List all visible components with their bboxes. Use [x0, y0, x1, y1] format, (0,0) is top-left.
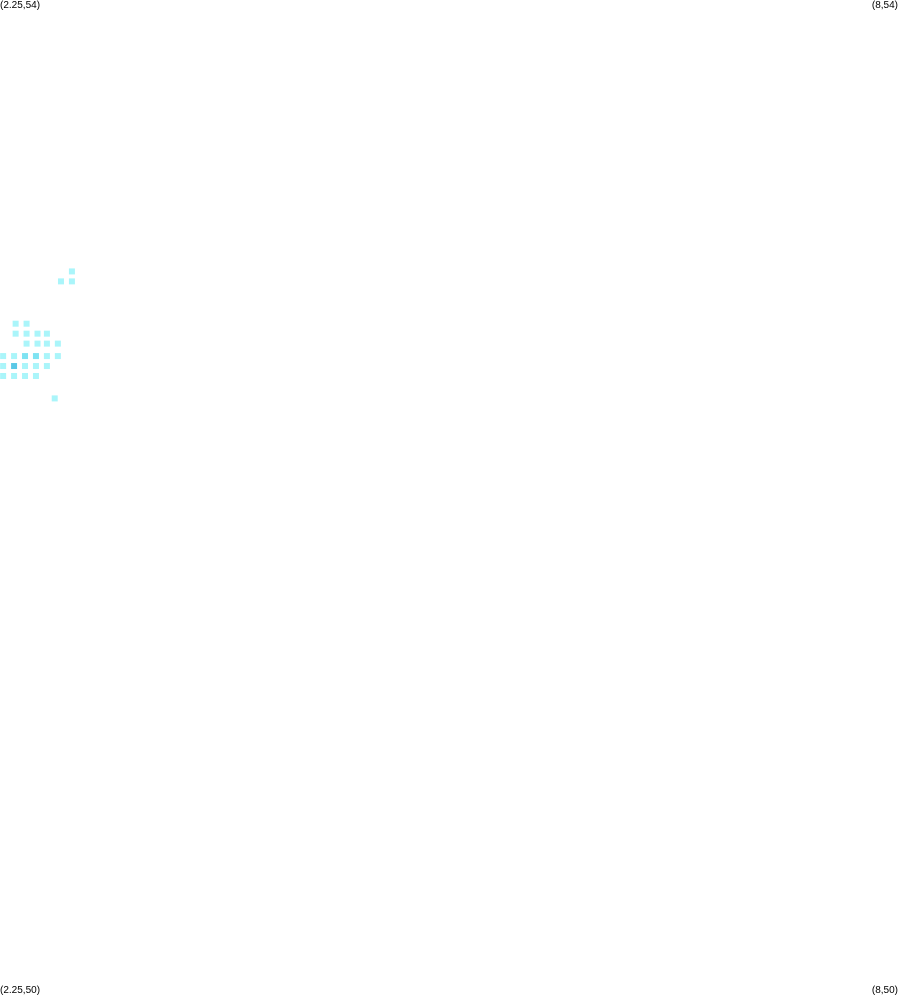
- grid-cell: [43, 363, 50, 370]
- grid-cell: [11, 372, 18, 379]
- grid-cell: [57, 278, 64, 285]
- grid-cell: [68, 268, 75, 275]
- grid-cell: [23, 330, 30, 337]
- grid-cell: [51, 395, 58, 402]
- grid-cell: [43, 353, 50, 360]
- grid-cell: [32, 353, 39, 360]
- grid-cell: [0, 353, 7, 360]
- grid-cell: [22, 363, 29, 370]
- grid-cell: [34, 340, 41, 347]
- grid-cell: [43, 330, 50, 337]
- corner-label-bottom-left: (2.25,50): [0, 985, 41, 996]
- grid-cell: [22, 353, 29, 360]
- grid-cell: [68, 278, 75, 285]
- grid-cell: [34, 330, 41, 337]
- corner-label-bottom-right: (8,50): [871, 985, 898, 996]
- corner-label-top-right: (8,54): [871, 0, 898, 11]
- grid-cell: [12, 320, 19, 327]
- grid-cell: [23, 340, 30, 347]
- grid-cell: [54, 353, 61, 360]
- grid-cell: [54, 340, 61, 347]
- grid-cell: [32, 372, 39, 379]
- grid-cell: [22, 372, 29, 379]
- grid-cell: [0, 363, 7, 370]
- grid-cell: [12, 330, 19, 337]
- grid-cell: [23, 320, 30, 327]
- grid-cell: [0, 372, 7, 379]
- grid-cell: [11, 353, 18, 360]
- grid-cell: [11, 363, 18, 370]
- grid-cell: [32, 363, 39, 370]
- grid-cell: [43, 340, 50, 347]
- corner-label-top-left: (2.25,54): [0, 0, 41, 11]
